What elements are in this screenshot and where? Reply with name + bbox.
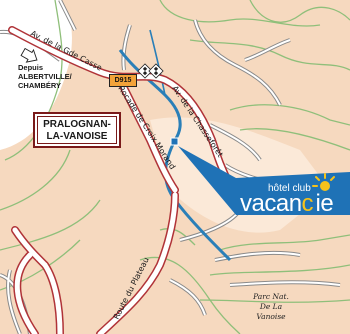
river bbox=[149, 29, 166, 96]
sun-icon bbox=[312, 173, 335, 191]
town-label-line2: LA-VANOISE bbox=[46, 131, 108, 142]
park-label-line3: Vanoise bbox=[256, 312, 286, 321]
town-label-line1: PRALOGNAN- bbox=[43, 119, 111, 130]
route-badge: D915 bbox=[109, 74, 137, 87]
logo-name-part2: ie bbox=[315, 190, 334, 217]
logo-subtitle: hôtel club bbox=[268, 183, 311, 194]
main-roads-fill bbox=[9, 27, 233, 334]
arrow-left-icon bbox=[20, 47, 38, 63]
hotel-banner bbox=[178, 146, 350, 215]
park-label-line1: Parc Nat. bbox=[253, 292, 289, 301]
flag-icon bbox=[148, 63, 164, 79]
town-label: PRALOGNAN- LA-VANOISE bbox=[33, 112, 121, 148]
park-label-line2: De La bbox=[259, 302, 283, 311]
logo-name-part1: vacan bbox=[240, 190, 302, 217]
park-label: Parc Nat. De La Vanoise bbox=[236, 292, 306, 322]
origin-label: Depuis ALBERTVILLE/ CHAMBÉRY bbox=[18, 63, 72, 90]
flag-icon bbox=[137, 63, 153, 79]
origin-label-line2: ALBERTVILLE/ bbox=[18, 72, 72, 81]
location-marker-icon bbox=[170, 137, 179, 146]
origin-label-line3: CHAMBÉRY bbox=[18, 81, 62, 90]
origin-label-line1: Depuis bbox=[18, 63, 44, 72]
logo-c-glyph: c bbox=[301, 190, 314, 217]
